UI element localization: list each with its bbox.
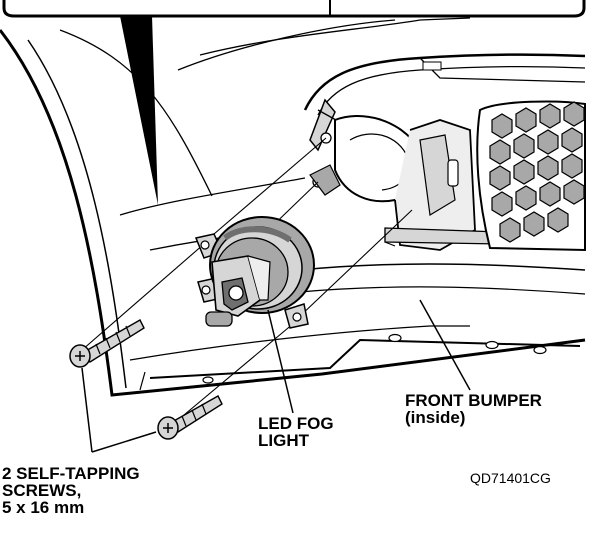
inner-bracket — [384, 119, 501, 251]
screw-lower — [157, 395, 223, 440]
fog-light-label-line-2: LIGHT — [258, 431, 309, 450]
screws-label-line-1: 2 SELF-TAPPING — [2, 464, 140, 483]
front-bumper-label-line-2: (inside) — [405, 408, 466, 427]
screws-label-line-3: 5 x 16 mm — [2, 498, 85, 517]
front-bumper-label-line-1: FRONT BUMPER — [405, 391, 542, 410]
led-fog-light — [194, 216, 315, 329]
figure-code: QD71401CG — [470, 470, 551, 486]
screws-label-line-2: SCREWS, — [2, 481, 82, 500]
fog-light-label: LED FOG LIGHT — [258, 415, 334, 449]
callout-box — [2, 0, 586, 205]
leader-lines — [81, 299, 471, 453]
screw-upper — [69, 319, 145, 368]
front-bumper-label: FRONT BUMPER (inside) — [405, 392, 542, 426]
honeycomb-grille — [476, 100, 586, 252]
grille-frame — [303, 53, 586, 152]
screws-label: 2 SELF-TAPPING SCREWS, 5 x 16 mm — [2, 465, 140, 516]
fog-light-label-line-1: LED FOG — [258, 414, 334, 433]
